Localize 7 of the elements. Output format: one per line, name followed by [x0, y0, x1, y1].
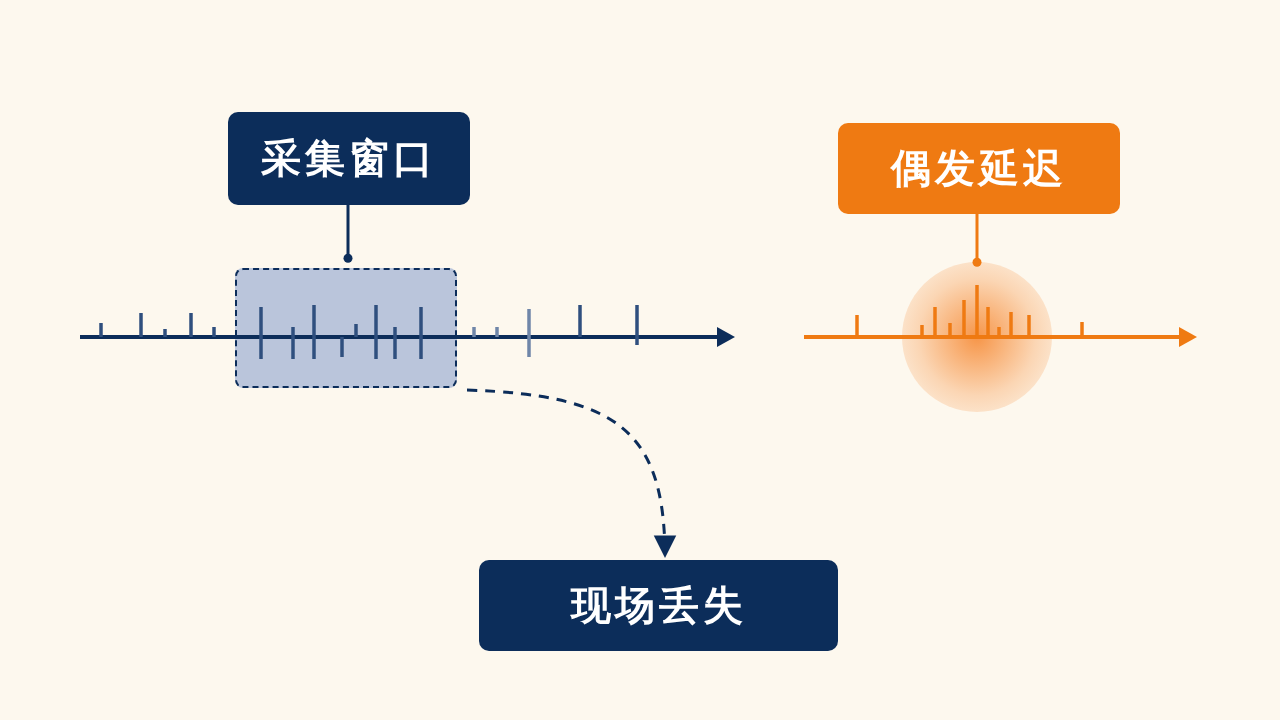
dashed-arrow — [466, 388, 676, 559]
label-box: 偶发延迟 — [838, 123, 1120, 214]
leader-line — [972, 214, 982, 267]
label-box: 现场丢失 — [479, 560, 838, 651]
window-box — [235, 268, 457, 388]
label-box: 采集窗口 — [228, 112, 470, 205]
leader-line — [343, 205, 353, 263]
